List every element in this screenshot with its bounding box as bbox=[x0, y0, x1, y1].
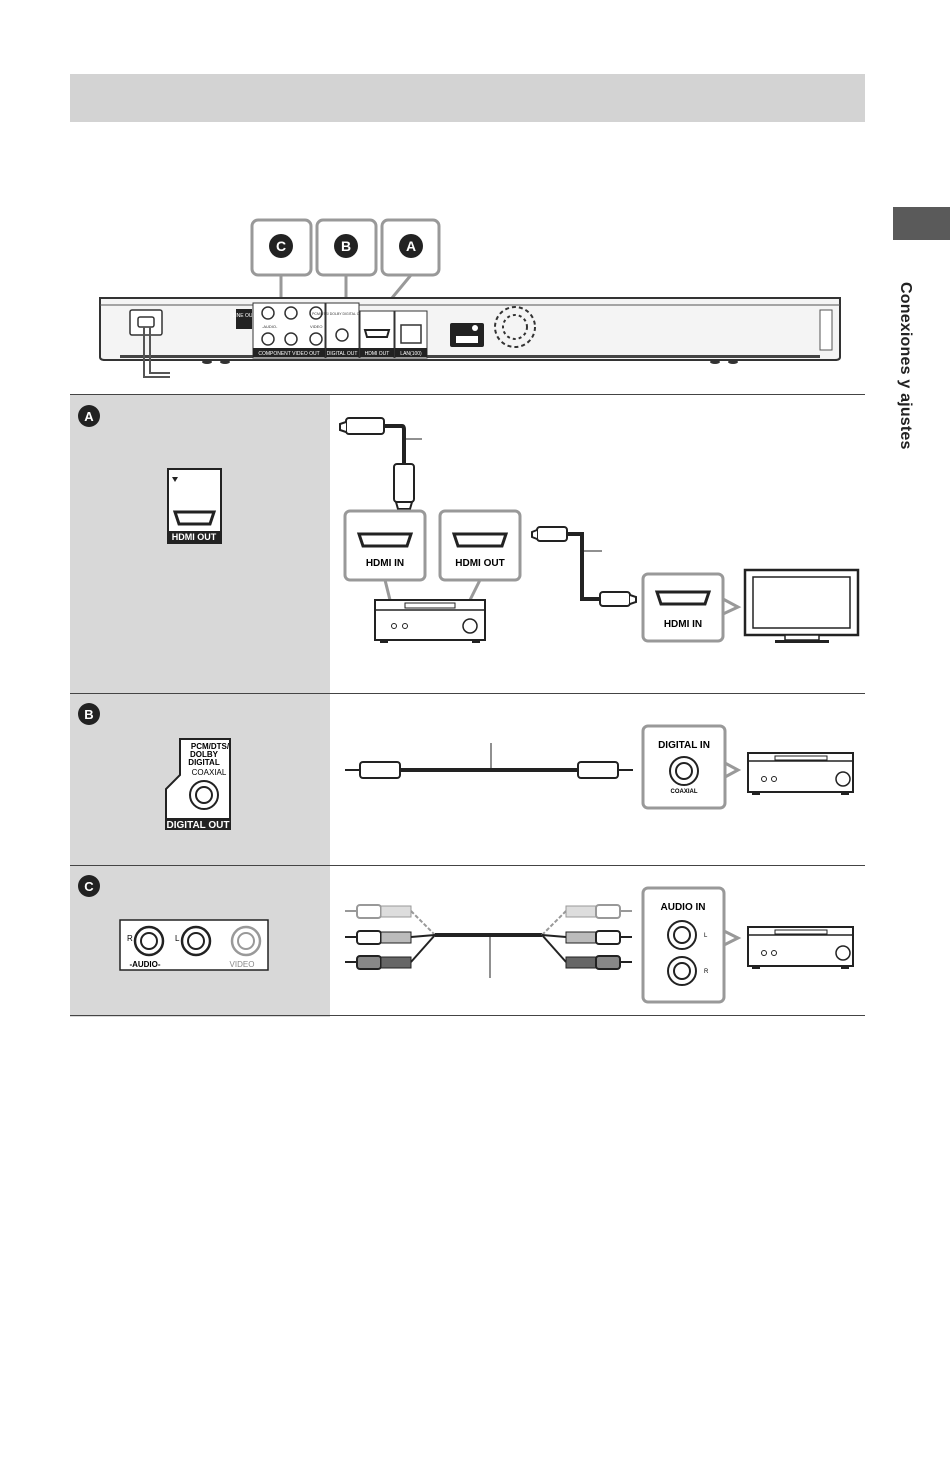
coaxial-small-label: COAXIAL bbox=[671, 789, 698, 795]
row-c-diagram: C R L -AUDIO- VIDEO bbox=[70, 865, 865, 1016]
rca-cable bbox=[345, 905, 632, 978]
svg-text:LINE OUT: LINE OUT bbox=[232, 313, 255, 319]
row-b-badge: B bbox=[84, 707, 93, 722]
row-c-badge: C bbox=[84, 879, 94, 894]
audio-out-port: R L -AUDIO- VIDEO bbox=[120, 920, 268, 970]
svg-text:-AUDIO-: -AUDIO- bbox=[262, 324, 278, 329]
svg-text:COMPONENT VIDEO OUT: COMPONENT VIDEO OUT bbox=[258, 351, 319, 357]
side-label: Conexiones y ajustes bbox=[886, 282, 926, 432]
svg-text:DIGITAL OUT: DIGITAL OUT bbox=[327, 351, 358, 357]
row-a-diagram: A HDMI OUT HDMI IN HDMI OUT bbox=[70, 394, 865, 693]
hdmi-out-label: HDMI OUT bbox=[172, 532, 217, 542]
digital-in-box: DIGITAL IN COAXIAL bbox=[643, 726, 738, 808]
rear-panel-diagram: C B A LINE OUT -AUDIO- VIDEO COMPONENT V… bbox=[90, 215, 850, 385]
tv bbox=[745, 570, 858, 643]
svg-text:A: A bbox=[406, 238, 416, 254]
callout-a: A bbox=[382, 220, 439, 310]
digital-out-label: DIGITAL OUT bbox=[167, 820, 230, 831]
digital-out-port: PCM/DTS/ DOLBY DIGITAL COAXIAL DIGITAL O… bbox=[166, 739, 230, 831]
side-label-text: Conexiones y ajustes bbox=[896, 282, 914, 450]
hdmi-cable-2 bbox=[532, 527, 636, 606]
side-tab bbox=[893, 207, 950, 240]
video-label: VIDEO bbox=[230, 960, 255, 969]
row-b-diagram: B PCM/DTS/ DOLBY DIGITAL COAXIAL DIGITAL… bbox=[70, 693, 865, 865]
callout-b: B bbox=[317, 220, 376, 310]
row-a-badge: A bbox=[84, 409, 94, 424]
audio-label: -AUDIO- bbox=[129, 960, 160, 969]
hdmi-cable-1 bbox=[340, 418, 422, 509]
hdmi-out-port: HDMI OUT bbox=[168, 469, 221, 543]
av-receiver-hdmi-box: HDMI IN HDMI OUT bbox=[345, 511, 520, 600]
svg-text:LAN(100): LAN(100) bbox=[400, 351, 422, 357]
hdmi-out-label-1: HDMI OUT bbox=[455, 558, 504, 569]
tv-hdmi-box: HDMI IN bbox=[643, 574, 738, 641]
l-label: L bbox=[175, 934, 180, 943]
digital-in-label: DIGITAL IN bbox=[658, 740, 710, 751]
svg-text:C: C bbox=[276, 238, 286, 254]
amplifier-c bbox=[748, 927, 853, 969]
coaxial-cable bbox=[345, 743, 633, 778]
callout-c: C bbox=[252, 220, 311, 310]
r-small-label: R bbox=[704, 969, 709, 975]
r-label: R bbox=[127, 934, 133, 943]
coaxial-label: COAXIAL bbox=[192, 768, 227, 777]
hdmi-in-label-2: HDMI IN bbox=[664, 619, 702, 630]
audio-in-box: AUDIO IN L R bbox=[643, 888, 738, 1002]
audio-in-label: AUDIO IN bbox=[661, 902, 706, 913]
header-band bbox=[70, 74, 865, 122]
av-receiver bbox=[375, 600, 485, 643]
svg-text:B: B bbox=[341, 238, 351, 254]
digital-label: DIGITAL bbox=[188, 758, 220, 767]
svg-text:HDMI OUT: HDMI OUT bbox=[365, 351, 390, 357]
hdmi-in-label-1: HDMI IN bbox=[366, 558, 404, 569]
amplifier-b bbox=[748, 753, 853, 795]
svg-text:VIDEO: VIDEO bbox=[310, 324, 322, 329]
